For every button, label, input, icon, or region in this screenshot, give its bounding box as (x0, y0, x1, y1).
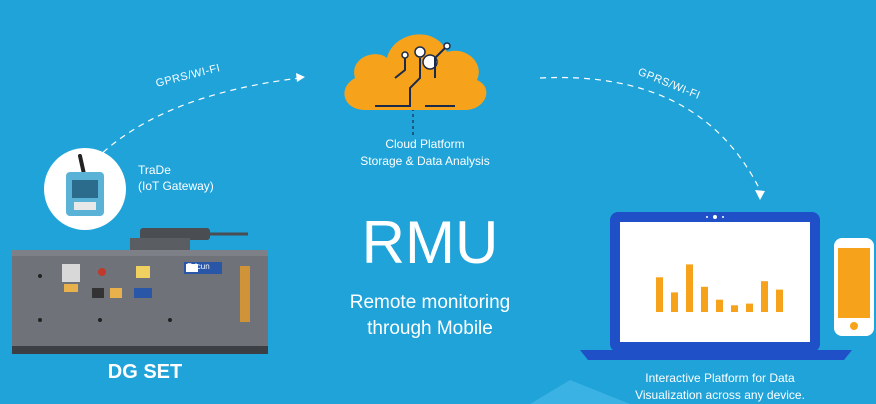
arrowhead-laptop (755, 190, 765, 200)
phone-device (834, 238, 874, 336)
platform-caption-line2: Visualization across any device. (635, 388, 805, 402)
arrowhead-cloud (296, 73, 305, 82)
rmu-title: RMU (361, 209, 499, 276)
chart-bar (746, 303, 753, 312)
rmu-subtitle: Remote monitoring through Mobile (300, 290, 560, 342)
cloud-caption-line1: Cloud Platform (385, 137, 465, 151)
rmu-subtitle-line2: through Mobile (367, 318, 493, 339)
dg-brand-badge: Bdcun (187, 262, 210, 271)
platform-caption-line1: Interactive Platform for Data (645, 371, 795, 385)
platform-caption: Interactive Platform for Data Visualizat… (580, 370, 860, 404)
cloud-caption: Cloud Platform Storage & Data Analysis (300, 136, 550, 170)
rmu-subtitle-line1: Remote monitoring (349, 292, 511, 313)
cloud-icon (344, 34, 487, 110)
arrow-gateway-to-cloud (94, 77, 301, 161)
dg-set-label: DG SET (107, 361, 183, 383)
chart-bar (731, 305, 738, 312)
arrow-cloud-to-laptop (539, 76, 761, 191)
gateway-label-line1: TraDe (138, 163, 171, 177)
chart-bar (686, 264, 693, 312)
dg-set-illustration (12, 228, 268, 354)
laptop-chart (656, 264, 783, 312)
gateway-icon (66, 154, 104, 216)
chart-bar (716, 299, 723, 312)
chart-bar (701, 286, 708, 312)
phone-screen (838, 248, 870, 318)
phone-home-button (850, 322, 858, 330)
laptop-illustration (580, 212, 852, 360)
gateway-label-line2: (IoT Gateway) (138, 179, 214, 193)
chart-bar (671, 292, 678, 312)
chart-bar (656, 277, 663, 312)
gateway-label: TraDe (IoT Gateway) (138, 162, 268, 194)
gateway-device (44, 148, 126, 230)
cloud-caption-line2: Storage & Data Analysis (360, 154, 490, 168)
chart-bar (761, 281, 768, 312)
decorative-triangle (530, 380, 630, 404)
chart-bar (776, 289, 783, 312)
